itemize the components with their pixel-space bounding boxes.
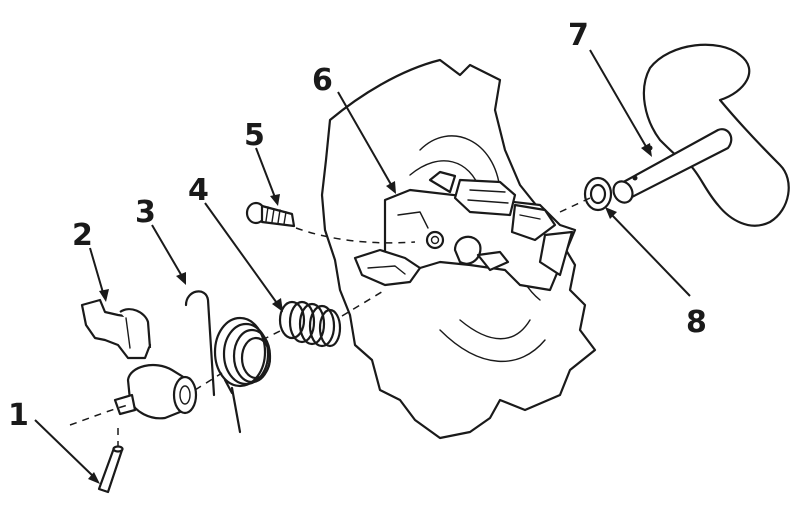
retaining-ring bbox=[583, 176, 613, 212]
callout-labels: 1 2 3 4 5 6 7 8 bbox=[8, 18, 707, 433]
torsion-spring bbox=[184, 290, 272, 434]
callout-4: 4 bbox=[188, 173, 209, 208]
callout-2: 2 bbox=[72, 218, 93, 253]
callout-leaders bbox=[34, 49, 691, 484]
shaft-lever bbox=[612, 43, 790, 227]
assembly-lines bbox=[69, 197, 591, 446]
screw bbox=[245, 201, 296, 228]
callout-6: 6 bbox=[312, 63, 333, 98]
callout-3: 3 bbox=[135, 195, 156, 230]
compression-spring bbox=[278, 300, 342, 348]
callout-5: 5 bbox=[244, 118, 265, 153]
callout-8: 8 bbox=[686, 305, 707, 340]
cam-lever bbox=[80, 298, 198, 420]
callout-7: 7 bbox=[568, 18, 589, 53]
callout-1: 1 bbox=[8, 398, 29, 433]
pin bbox=[97, 445, 124, 494]
switch-bracket-assembly bbox=[353, 170, 577, 292]
